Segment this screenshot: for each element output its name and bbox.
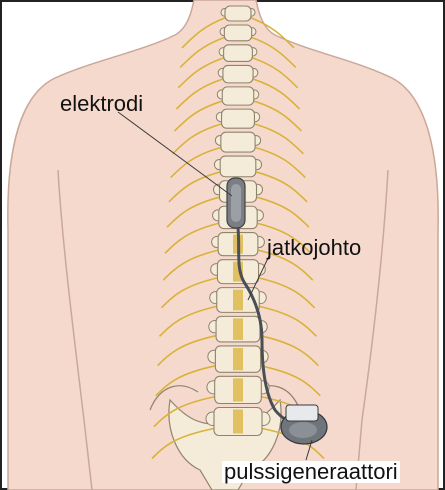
cauda-equina bbox=[233, 318, 243, 340]
cauda-equina bbox=[233, 378, 243, 401]
electrode-label: elektrodi bbox=[58, 93, 145, 115]
cauda-equina bbox=[233, 410, 243, 434]
vertebra bbox=[222, 109, 255, 128]
vertebra bbox=[224, 45, 253, 62]
electrode-contacts bbox=[231, 184, 241, 222]
vertebra bbox=[223, 65, 253, 82]
vertebra bbox=[225, 6, 251, 21]
vertebra bbox=[224, 25, 251, 41]
extension-label: jatkojohto bbox=[265, 237, 363, 259]
vertebra bbox=[221, 132, 255, 152]
cauda-equina bbox=[233, 290, 243, 311]
vertebra bbox=[222, 87, 254, 105]
generator-label: pulssigeneraattori bbox=[222, 461, 400, 483]
cauda-equina bbox=[233, 348, 243, 370]
vertebra bbox=[220, 156, 256, 177]
